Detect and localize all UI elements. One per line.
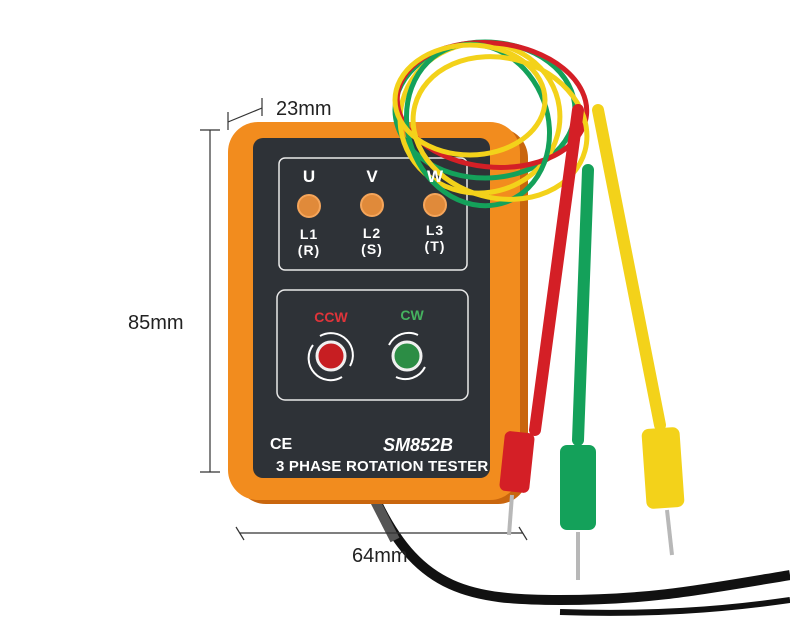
cw-arrow-icon-bottom <box>395 366 426 381</box>
phase-led-v <box>360 193 384 217</box>
black-cable-loop <box>559 597 790 616</box>
phase-line-l3-alt: (T) <box>424 238 446 254</box>
phase-line-l3: L3 (T) <box>410 222 460 254</box>
phase-line-l1-alt: (R) <box>297 242 321 258</box>
phase-line-l2-alt: (S) <box>361 241 383 257</box>
phase-indicator-box <box>278 157 468 271</box>
phase-led-u <box>297 194 321 218</box>
width-dimension-label: 64mm <box>352 545 408 567</box>
red-test-probe <box>499 104 584 536</box>
black-cable <box>373 502 790 606</box>
green-test-probe <box>560 164 596 580</box>
ccw-label: CCW <box>314 309 348 325</box>
phase-letter-u: U <box>302 167 316 186</box>
rotation-indicator-box <box>276 289 469 401</box>
ccw-arrow-icon-top <box>319 332 354 367</box>
cw-label: CW <box>400 307 424 323</box>
phase-letter-w: W <box>426 167 444 186</box>
height-dimension-label: 85mm <box>128 312 184 334</box>
ccw-led <box>315 340 347 372</box>
ccw-arrow-icon <box>307 344 343 382</box>
depth-dimension-label: 23mm <box>276 98 332 120</box>
ce-mark: CE <box>270 436 293 453</box>
tester-face-panel <box>253 138 490 478</box>
model-label: SM852B <box>383 435 454 455</box>
cw-led <box>391 340 423 372</box>
phase-line-l2-label: L2 <box>362 225 382 241</box>
title-strip <box>262 455 484 477</box>
phase-line-l1-label: L1 <box>299 226 319 242</box>
width-dimension-line <box>235 526 528 541</box>
phase-line-l3-label: L3 <box>425 222 445 238</box>
yellow-test-probe <box>592 104 685 556</box>
phase-led-w <box>423 193 447 217</box>
cw-arrow-icon <box>388 331 419 346</box>
depth-dimension-line <box>227 98 263 130</box>
height-dimension-line <box>200 129 220 473</box>
phase-letter-v: V <box>366 167 378 186</box>
product-title-label: 3 PHASE ROTATION TESTER <box>276 458 489 475</box>
phase-line-l2: L2 (S) <box>347 225 397 257</box>
phase-line-l1: L1 (R) <box>284 226 334 258</box>
